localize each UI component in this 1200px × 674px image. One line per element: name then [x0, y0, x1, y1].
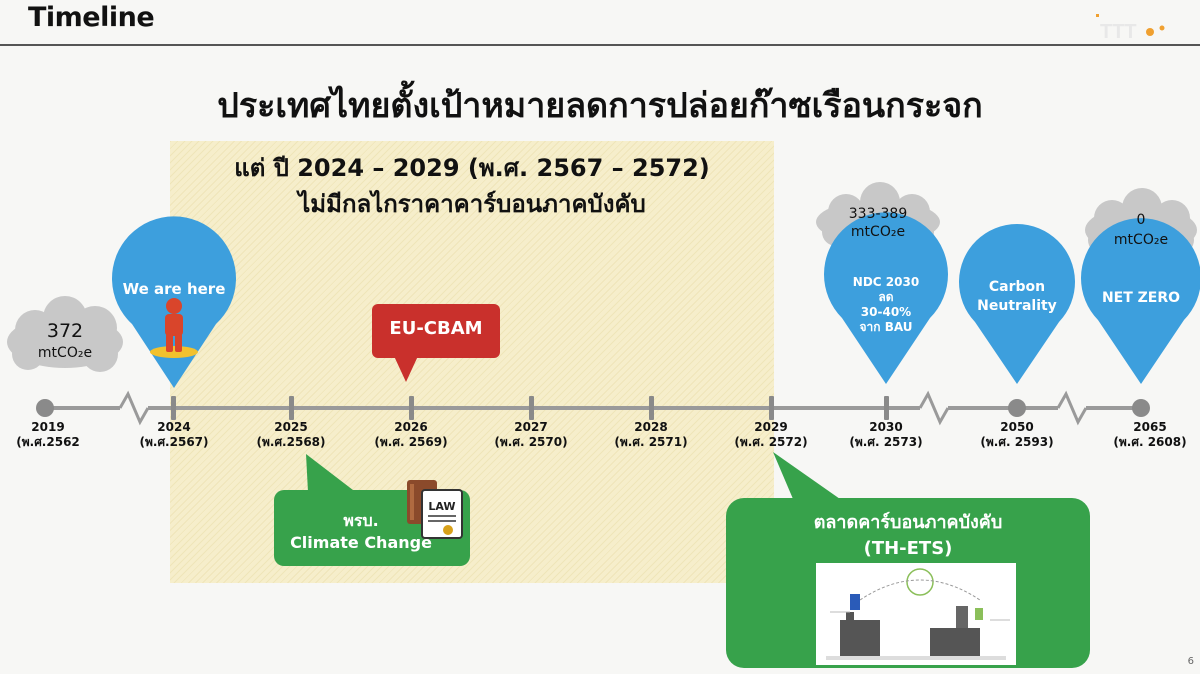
cloud-value-2065: 0: [1136, 212, 1146, 228]
timeline-dot-2019: [36, 399, 54, 417]
tick-label-2028: 2028(พ.ศ. 2571): [614, 420, 688, 449]
header-title: Timeline: [28, 2, 155, 33]
cloud-unit-2065: mtCO₂e: [1113, 232, 1169, 248]
cloud-unit-2019: mtCO₂e: [37, 345, 93, 361]
carbon-neutrality-pin: [959, 224, 1075, 384]
net-zero-label: NET ZERO: [1101, 290, 1181, 306]
main-title: ประเทศไทยตั้งเป้าหมายลดการปล่อยก๊าซเรือน…: [217, 86, 983, 126]
law-book-icon: LAW: [407, 480, 463, 539]
timeline-tick-2025: [289, 396, 294, 420]
header-divider: [0, 44, 1200, 46]
tick-label-2050: 2050(พ.ศ. 2593): [980, 420, 1054, 449]
no-carbon-pricing-period-box: [170, 141, 774, 583]
brand-logo-icon: TTT: [1096, 14, 1165, 43]
timeline-tick-2029: [769, 396, 774, 420]
timeline-tick-2024: [171, 396, 176, 420]
person-icon: [165, 298, 183, 352]
tick-label-2026: 2026(พ.ศ. 2569): [374, 420, 448, 449]
timeline-dot-2065: [1132, 399, 1150, 417]
tick-label-2065: 2065(พ.ศ. 2608): [1113, 420, 1187, 449]
ndc-2030-label: NDC 2030 ลด 30-40% จาก BAU: [852, 275, 920, 334]
climate-act-label: พรบ. Climate Change: [290, 511, 432, 552]
svg-text:TTT: TTT: [1100, 21, 1137, 43]
timeline-tick-2026: [409, 396, 414, 420]
ets-diagram-image: [816, 563, 1016, 665]
period-text-line1: แต่ ปี 2024 – 2029 (พ.ศ. 2567 – 2572): [234, 154, 710, 182]
timeline-dot-2050: [1008, 399, 1026, 417]
tick-label-2025: 2025(พ.ศ.2568): [256, 420, 326, 449]
period-text-line2: ไม่มีกลไกราคาคาร์บอนภาคบังคับ: [298, 190, 646, 218]
cloud-value-2019: 372: [46, 320, 84, 342]
ets-label: ตลาดคาร์บอนภาคบังคับ (TH-ETS): [813, 512, 1003, 559]
tick-label-2029: 2029(พ.ศ. 2572): [734, 420, 808, 449]
net-zero-pin: [1081, 218, 1200, 384]
tick-label-2027: 2027(พ.ศ. 2570): [494, 420, 568, 449]
tick-label-2030: 2030(พ.ศ. 2573): [849, 420, 923, 449]
cloud-unit-2030: mtCO₂e: [850, 224, 906, 240]
eu-cbam-callout: [372, 304, 500, 382]
tick-label-2019: 2019(พ.ศ.2562: [16, 420, 80, 449]
page-number: 6: [1187, 656, 1194, 667]
cloud-shape-2019: [7, 296, 123, 372]
eu-cbam-label: EU-CBAM: [389, 318, 483, 339]
cloud-value-2030: 333-389: [848, 206, 908, 222]
svg-text:LAW: LAW: [428, 500, 455, 513]
timeline-tick-2028: [649, 396, 654, 420]
timeline-tick-2030: [884, 396, 889, 420]
timeline-ticks: [171, 396, 889, 420]
ndc-2030-pin: [824, 212, 948, 384]
floor-mark-icon: [150, 346, 198, 358]
timeline-line: [45, 390, 1142, 426]
we-are-here-label: We are here: [122, 280, 226, 298]
timeline-tick-2027: [529, 396, 534, 420]
tick-label-2024: 2024(พ.ศ.2567): [139, 420, 209, 449]
carbon-neutrality-label: Carbon Neutrality: [977, 279, 1057, 314]
